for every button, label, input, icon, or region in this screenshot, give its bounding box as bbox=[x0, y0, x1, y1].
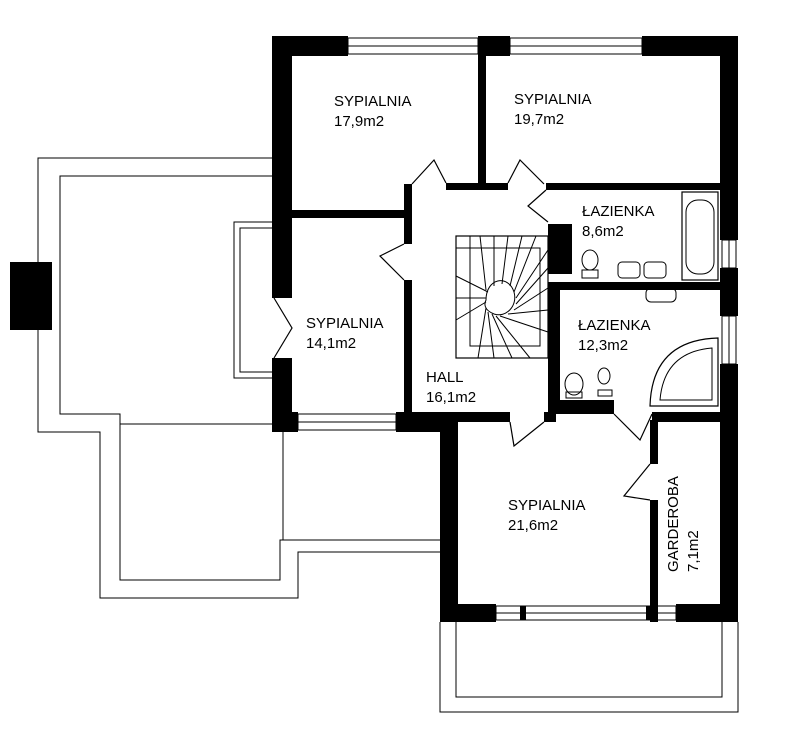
room-name: ŁAZIENKA bbox=[582, 203, 655, 220]
room-area: 17,9m2 bbox=[334, 113, 384, 130]
room-label-hall: HALL 16,1m2 bbox=[426, 369, 476, 406]
interior-walls bbox=[292, 36, 738, 622]
room-name: SYPIALNIA bbox=[334, 93, 412, 110]
room-label-bedroom-1: SYPIALNIA 17,9m2 bbox=[334, 93, 412, 130]
room-area: 12,3m2 bbox=[578, 337, 628, 354]
bathroom-fixtures bbox=[564, 191, 719, 407]
exterior-walls bbox=[272, 36, 738, 622]
room-name: SYPIALNIA bbox=[514, 91, 592, 108]
bottom-balcony bbox=[439, 622, 739, 713]
room-area: 14,1m2 bbox=[306, 335, 356, 352]
room-name: SYPIALNIA bbox=[306, 315, 384, 332]
left-balcony-bay bbox=[233, 221, 275, 379]
room-area: 8,6m2 bbox=[582, 223, 624, 240]
room-name: HALL bbox=[426, 369, 464, 386]
chimney bbox=[10, 262, 52, 330]
room-area: 19,7m2 bbox=[514, 111, 564, 128]
room-area: 16,1m2 bbox=[426, 389, 476, 406]
room-label-wardrobe: GARDEROBA 7,1m2 bbox=[665, 476, 702, 572]
room-label-bathroom-2: ŁAZIENKA 12,3m2 bbox=[578, 317, 651, 354]
room-area: 7,1m2 bbox=[685, 530, 702, 572]
room-label-bedroom-4: SYPIALNIA 21,6m2 bbox=[508, 497, 586, 534]
doors bbox=[273, 158, 653, 501]
room-name: SYPIALNIA bbox=[508, 497, 586, 514]
room-name: GARDEROBA bbox=[665, 476, 682, 572]
room-name: ŁAZIENKA bbox=[578, 317, 651, 334]
room-area: 21,6m2 bbox=[508, 517, 558, 534]
room-label-bedroom-2: SYPIALNIA 19,7m2 bbox=[514, 91, 592, 128]
room-label-bathroom-1: ŁAZIENKA 8,6m2 bbox=[582, 203, 655, 240]
staircase bbox=[455, 235, 549, 359]
left-terrace bbox=[37, 157, 440, 599]
room-label-bedroom-3: SYPIALNIA 14,1m2 bbox=[306, 315, 384, 352]
